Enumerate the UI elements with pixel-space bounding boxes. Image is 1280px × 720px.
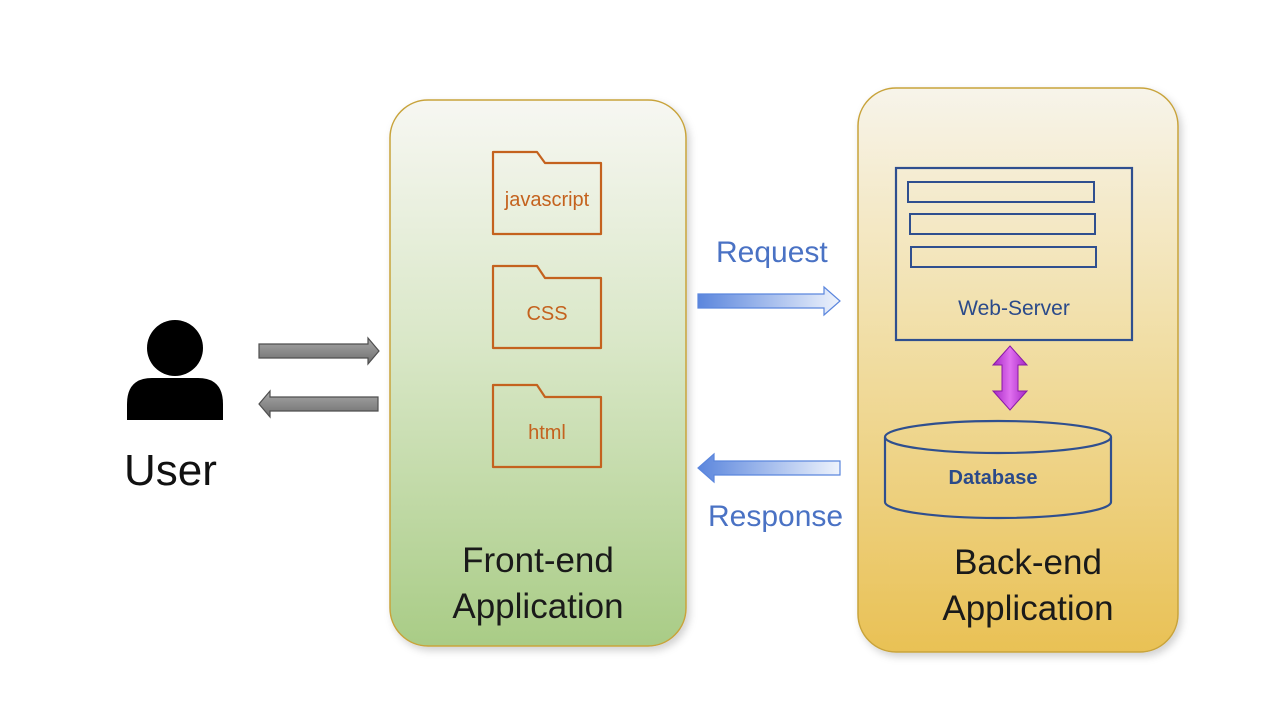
folder-label-css: CSS (526, 303, 568, 325)
server-database-arrow (991, 345, 1029, 411)
frontend-title-line2: Application (452, 587, 624, 626)
folder-icon (491, 150, 603, 236)
folder-icon (491, 383, 603, 469)
web-server-label: Web-Server (958, 297, 1070, 320)
frontend-title: Front-end Application (390, 538, 686, 630)
response-arrow (697, 452, 841, 484)
database-label: Database (948, 467, 1038, 489)
response-label: Response (708, 500, 844, 533)
request-label: Request (716, 236, 828, 269)
backend-title: Back-end Application (858, 540, 1198, 632)
folder-label-javascript: javascript (504, 189, 590, 211)
database-cylinder (883, 419, 1113, 520)
user-label: User (124, 446, 217, 495)
request-arrow (697, 285, 841, 317)
frontend-title-line1: Front-end (462, 541, 614, 580)
folder-icon (491, 264, 603, 350)
frontend-panel (389, 99, 687, 647)
backend-title-line2: Application (942, 589, 1114, 628)
person-icon (127, 320, 223, 420)
user-to-frontend-arrow (258, 336, 380, 366)
backend-title-line1: Back-end (954, 543, 1102, 582)
folder-label-html: html (528, 422, 566, 444)
frontend-to-user-arrow (258, 389, 379, 419)
web-server-box (894, 166, 1134, 342)
